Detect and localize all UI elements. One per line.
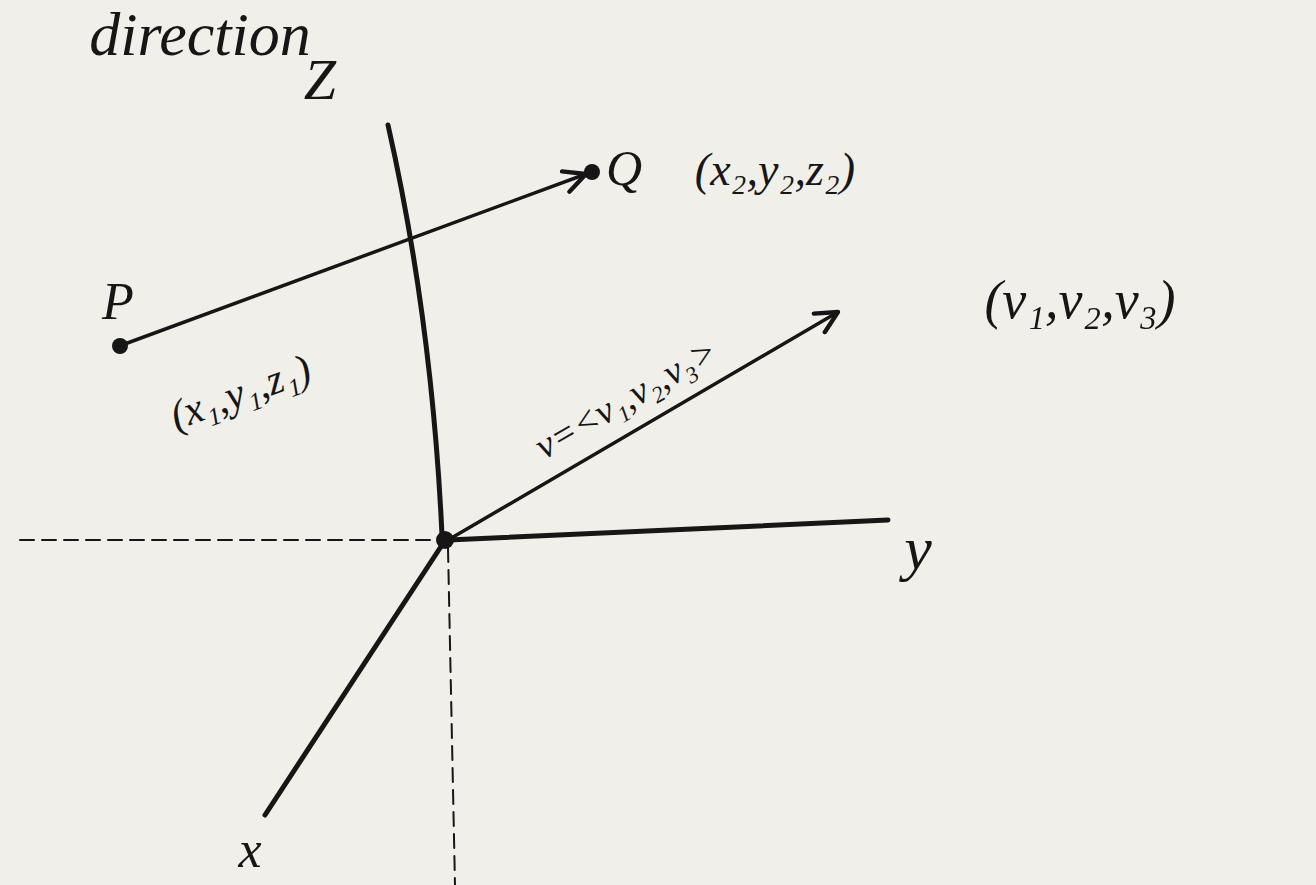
title-note: direction [89, 3, 311, 65]
point-name: P [102, 276, 134, 328]
point-name: Q [606, 143, 642, 193]
z-axis [388, 125, 442, 535]
vector-arrow [448, 312, 838, 540]
dashed-axis [448, 548, 455, 885]
y-axis [448, 520, 888, 540]
x-axis [265, 545, 442, 815]
axis-name: x [238, 824, 261, 876]
axis-name: y [904, 517, 932, 579]
axis-name: Z [304, 51, 336, 109]
direction-arrow [122, 174, 586, 345]
coordinates: (x₂,y₂,z₂) [695, 147, 855, 193]
origin-dot [436, 531, 454, 549]
coordinates: (x₁,y₁,z₁) [164, 347, 316, 437]
point-dot [112, 338, 128, 354]
dashed-axis [20, 539, 440, 541]
vector-label: v=<v₁,v₂,v₃> [529, 331, 724, 465]
point-dot [584, 164, 600, 180]
coordinates: (v₁,v₂,v₃) [984, 273, 1175, 327]
